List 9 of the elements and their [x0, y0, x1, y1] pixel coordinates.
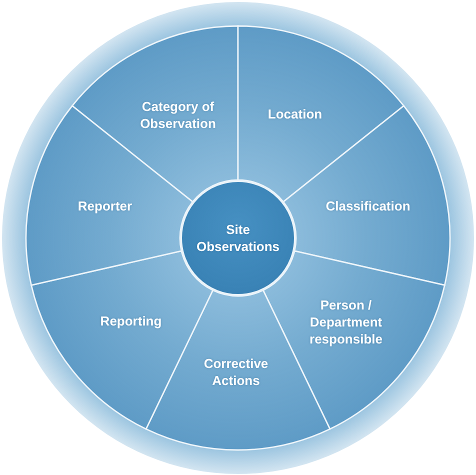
segment-label: Reporter: [78, 198, 132, 214]
segment-label: Classification: [326, 198, 410, 214]
segment-label: Category of Observation: [139, 98, 217, 132]
segment-label: Reporting: [100, 312, 162, 330]
segment-label: Location: [268, 106, 322, 122]
pie-segment: [237, 25, 405, 203]
center-label: Site Observations: [195, 221, 281, 255]
segment-label: Corrective Actions: [202, 355, 270, 389]
segment-label: Person / Department responsible: [308, 296, 384, 348]
